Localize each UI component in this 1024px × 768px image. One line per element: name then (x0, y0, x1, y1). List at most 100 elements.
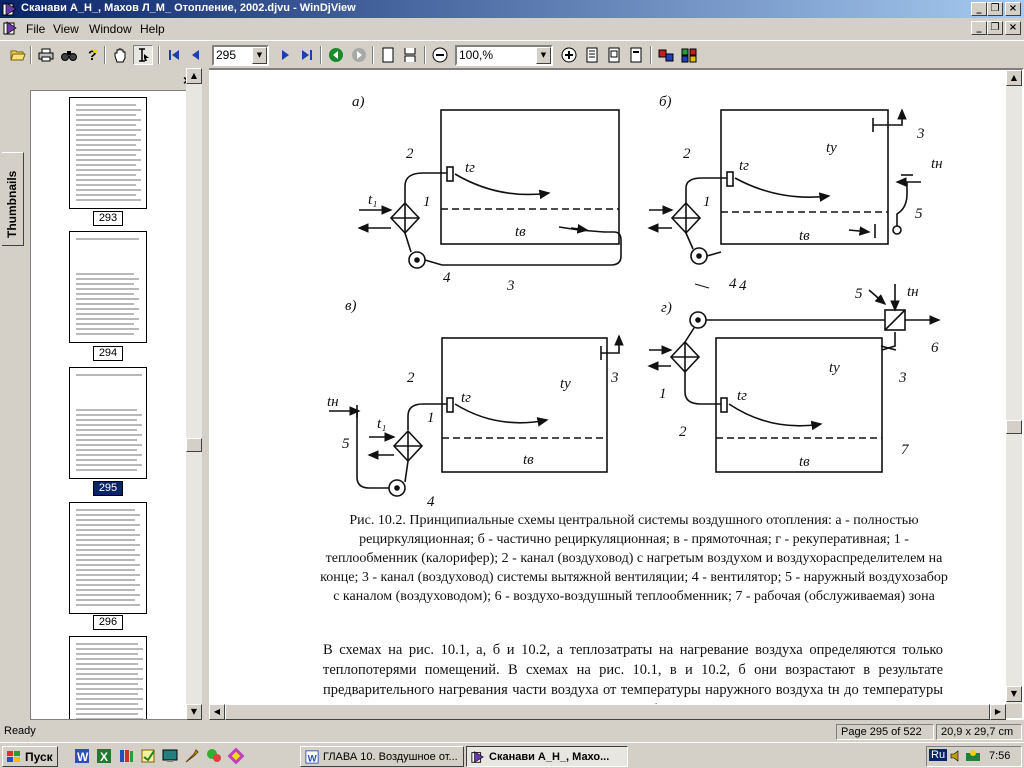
maximize-button[interactable]: ❐ (987, 2, 1003, 16)
zoom-in-icon[interactable] (559, 45, 579, 65)
close-button[interactable]: × (1005, 2, 1021, 16)
chevron-down-icon[interactable]: ▼ (536, 47, 551, 64)
scroll-thumb[interactable] (1006, 420, 1022, 434)
scroll-down-button[interactable]: ▼ (186, 704, 202, 720)
chevron-down-icon[interactable]: ▼ (252, 47, 267, 64)
thumbnail-text-line (76, 159, 141, 161)
rotate-left-icon[interactable] (656, 45, 676, 65)
title-bar[interactable]: Сканави А_Н_, Махов Л_М_ Отопление, 2002… (0, 0, 1024, 18)
thumbnail-text-line (76, 658, 143, 660)
single-page-icon[interactable] (378, 45, 398, 65)
scroll-left-button[interactable]: ◀ (209, 704, 225, 720)
word-icon[interactable]: W (74, 748, 90, 764)
menu-window[interactable]: Window (89, 22, 132, 36)
paint-icon[interactable] (228, 748, 244, 764)
prev-page-icon[interactable] (186, 45, 206, 65)
monitor-icon[interactable] (162, 748, 178, 764)
label-3: 3 (506, 278, 515, 294)
thumbnail-page[interactable] (69, 636, 147, 719)
thumbnail-text-line (76, 569, 135, 571)
toolbar-separator (650, 46, 652, 64)
taskbar-task-windjview[interactable]: Сканави А_Н_, Махо... (466, 746, 628, 767)
thumbnail-label[interactable]: 294 (93, 346, 123, 361)
label-tv: tв (799, 454, 810, 470)
thumbnail-label-selected[interactable]: 295 (93, 481, 123, 496)
start-button[interactable]: Пуск (2, 746, 58, 767)
forward-icon[interactable] (349, 45, 369, 65)
thumbnail-page[interactable] (69, 367, 147, 479)
next-page-icon[interactable] (275, 45, 295, 65)
doc-minimize-button[interactable]: _ (971, 21, 987, 35)
clock: 7:56 (989, 750, 1011, 762)
excel-icon[interactable]: X (96, 748, 112, 764)
page-number-combo[interactable]: 295 ▼ (212, 45, 269, 66)
thumbnail-text-line (76, 429, 137, 431)
label-tn: tн (931, 156, 943, 172)
label-1: 1 (703, 194, 711, 210)
find-icon[interactable] (59, 45, 79, 65)
thumbnail-page[interactable] (69, 502, 147, 614)
taskbar-task-word[interactable]: W ГЛАВА 10. Воздушное от... (300, 746, 464, 767)
document-hscrollbar[interactable]: ◀ ▶ (209, 704, 1006, 720)
thumbnail-text-line (76, 104, 136, 106)
scroll-down-button[interactable]: ▼ (1006, 686, 1022, 702)
doc-close-button[interactable]: × (1005, 21, 1021, 35)
label-1: 1 (423, 194, 431, 210)
menu-file[interactable]: File (26, 22, 46, 36)
thumbnail-page[interactable] (69, 97, 147, 209)
thumbnail-page[interactable] (69, 231, 147, 343)
network-icon[interactable] (965, 749, 981, 763)
select-tool-icon[interactable] (133, 45, 153, 65)
sidebar-tab-strip: Thumbnails (0, 68, 26, 720)
thumbnail-label[interactable]: 296 (93, 615, 123, 630)
scroll-thumb[interactable] (225, 704, 990, 720)
tab-thumbnails[interactable] (2, 152, 24, 246)
menu-view[interactable]: View (53, 22, 79, 36)
window-title: Сканави А_Н_, Махов Л_М_ Отопление, 2002… (21, 2, 356, 14)
last-page-icon[interactable] (297, 45, 317, 65)
taskbar-task-word-label: ГЛАВА 10. Воздушное от... (323, 750, 458, 763)
scroll-thumb[interactable] (186, 438, 202, 452)
thumbnail-text-line (76, 109, 141, 111)
language-indicator[interactable]: Ru (929, 749, 948, 761)
thumbnail-label[interactable]: 293 (93, 211, 123, 226)
notes-icon[interactable] (140, 748, 156, 764)
doc-restore-button[interactable]: ❐ (987, 21, 1003, 35)
document-vscrollbar[interactable]: ▲ ▼ (1006, 70, 1022, 704)
thumbnails-scrollbar[interactable]: ▲ ▼ (186, 68, 202, 720)
back-icon[interactable] (326, 45, 346, 65)
status-ready: Ready (4, 725, 36, 737)
actual-size-icon[interactable] (626, 45, 646, 65)
scroll-up-button[interactable]: ▲ (186, 68, 202, 84)
print-icon[interactable] (36, 45, 56, 65)
open-icon[interactable] (8, 45, 28, 65)
fit-page-icon[interactable] (582, 45, 602, 65)
thumbnail-text-line (76, 323, 134, 325)
scroll-right-button[interactable]: ▶ (990, 704, 1006, 720)
label-2: 2 (679, 424, 687, 440)
label-2: 2 (406, 146, 414, 162)
menu-help[interactable]: Help (140, 22, 165, 36)
thumbnail-text-line (76, 199, 141, 201)
document-view[interactable]: а) б) в) г) 1 2 3 4 t₁ tг tв 1 2 3 4 5 t… (209, 70, 1006, 704)
help-icon[interactable]: ? (82, 45, 102, 65)
books-icon[interactable] (118, 748, 134, 764)
chat-icon[interactable] (206, 748, 222, 764)
thumbnails-list[interactable]: 293 294 295 296 (30, 90, 188, 720)
tools-icon[interactable] (184, 748, 200, 764)
first-page-icon[interactable] (164, 45, 184, 65)
scroll-up-button[interactable]: ▲ (1006, 70, 1022, 86)
thumbnail-text-line (76, 663, 138, 665)
document-icon[interactable] (2, 20, 18, 36)
thumbnail-text-line (76, 409, 137, 411)
volume-icon[interactable] (949, 749, 963, 763)
zoom-combo[interactable]: 100,% ▼ (455, 45, 553, 66)
continuous-icon[interactable] (400, 45, 420, 65)
minimize-button[interactable]: _ (971, 2, 987, 16)
zoom-out-icon[interactable] (430, 45, 450, 65)
rotate-right-icon[interactable] (679, 45, 699, 65)
fit-width-icon[interactable] (604, 45, 624, 65)
thumbnail-text-line (76, 653, 138, 655)
hand-tool-icon[interactable] (110, 45, 130, 65)
word-doc-icon: W (305, 749, 319, 764)
